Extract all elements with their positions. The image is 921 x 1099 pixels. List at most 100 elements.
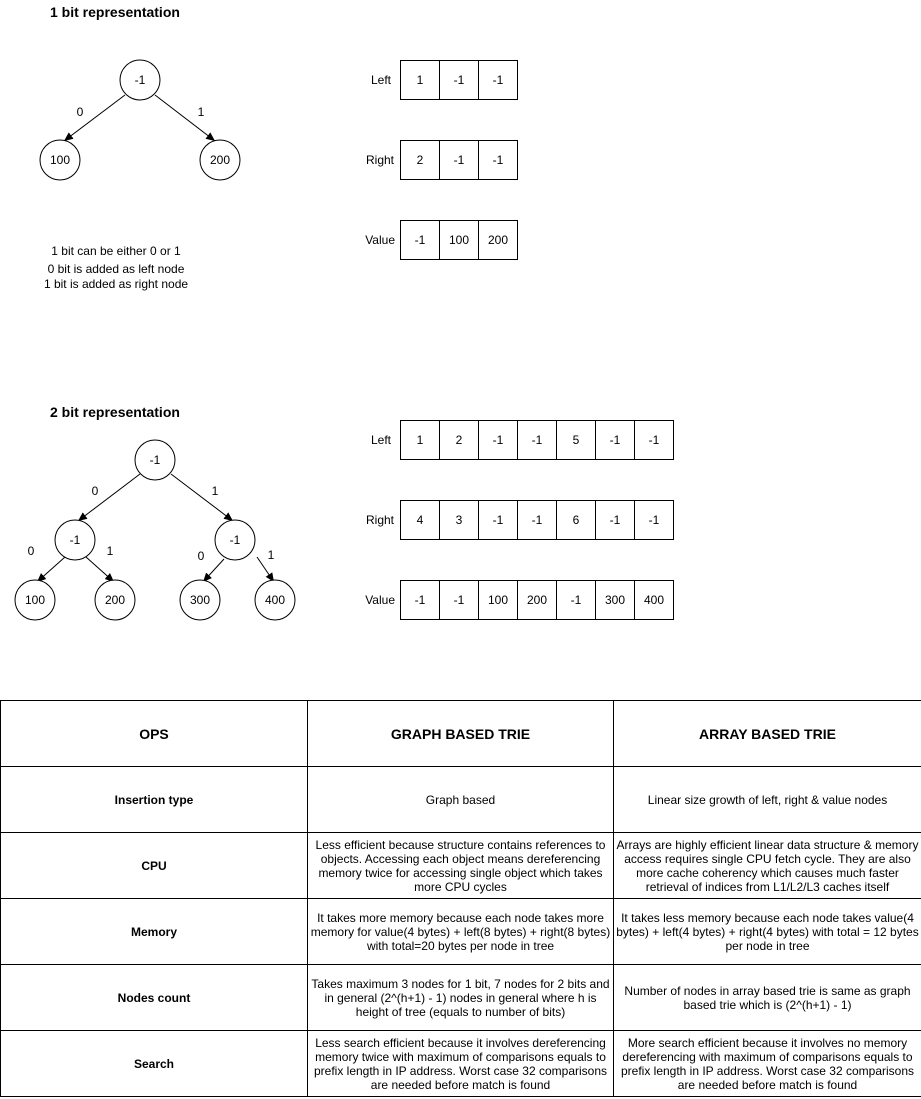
array-cell: -1: [634, 420, 674, 460]
table-cell: It takes more memory because each node t…: [307, 898, 614, 965]
one-bit-root-label: -1: [135, 73, 146, 87]
row-header: Nodes count: [0, 964, 308, 1031]
table-cell: It takes less memory because each node t…: [613, 898, 921, 965]
array-cell: -1: [517, 500, 557, 540]
array-cell: 5: [556, 420, 596, 460]
one-bit-left-array: 1 -1 -1: [400, 60, 518, 100]
column-header-graph-trie: GRAPH BASED TRIE: [307, 700, 614, 767]
two-bit-edge-rr: [256, 556, 275, 583]
array-cell: -1: [400, 220, 440, 260]
one-bit-edge-left: [63, 94, 126, 142]
array-cell: -1: [439, 580, 479, 620]
one-bit-notes: 1 bit can be either 0 or 1 0 bit is adde…: [26, 242, 206, 290]
two-bit-tree: 0 1 0 1 0 1 -1 -1 -1 100 200 300 400: [14, 439, 296, 621]
table-cell: More search efficient because it involve…: [613, 1030, 921, 1097]
array-cell: 2: [400, 140, 440, 180]
array-cell: -1: [478, 60, 518, 100]
table-row: Insertion type Graph based Linear size g…: [0, 766, 921, 833]
two-bit-left-node: -1: [54, 519, 96, 561]
array-cell: -1: [478, 420, 518, 460]
one-bit-right-node: 200: [199, 139, 241, 181]
array-cell: 4: [400, 500, 440, 540]
one-bit-edge-left-label: 0: [77, 105, 84, 119]
column-header-ops: OPS: [0, 700, 308, 767]
column-header-array-trie: ARRAY BASED TRIE: [613, 700, 921, 767]
two-bit-leaf-label: 400: [265, 593, 285, 607]
two-bit-edge-ll: [36, 556, 66, 583]
one-bit-heading: 1 bit representation: [50, 4, 180, 20]
array-cell: 6: [556, 500, 596, 540]
row-header: CPU: [0, 832, 308, 899]
table-row: Nodes count Takes maximum 3 nodes for 1 …: [0, 964, 921, 1031]
two-bit-edge-lr: [85, 556, 115, 583]
one-bit-edge-right: [154, 94, 216, 142]
array-cell: -1: [595, 420, 635, 460]
two-bit-left-array: 1 2 -1 -1 5 -1 -1: [400, 420, 674, 460]
two-bit-edge-label: 0: [198, 549, 205, 563]
array-cell: -1: [556, 580, 596, 620]
table-cell: Graph based: [307, 766, 614, 833]
two-bit-leaf-label: 200: [105, 593, 125, 607]
two-bit-root-node: -1: [134, 439, 176, 481]
comparison-table: OPS GRAPH BASED TRIE ARRAY BASED TRIE In…: [0, 700, 921, 1097]
one-bit-right-array: 2 -1 -1: [400, 140, 518, 180]
two-bit-leaf-node: 100: [14, 579, 56, 621]
array-cell: 1: [400, 420, 440, 460]
array-cell: -1: [478, 500, 518, 540]
one-bit-value-array: -1 100 200: [400, 220, 518, 260]
two-bit-heading: 2 bit representation: [50, 404, 180, 420]
table-cell: Linear size growth of left, right & valu…: [613, 766, 921, 833]
array-cell: 100: [478, 580, 518, 620]
one-bit-value-array-label: Value: [365, 233, 395, 247]
table-header-row: OPS GRAPH BASED TRIE ARRAY BASED TRIE: [0, 700, 921, 767]
array-cell: -1: [400, 580, 440, 620]
two-bit-left-label: -1: [70, 533, 81, 547]
two-bit-right-label: -1: [230, 533, 241, 547]
two-bit-right-node: -1: [214, 519, 256, 561]
table-row: Memory It takes more memory because each…: [0, 898, 921, 965]
two-bit-edge-label: 1: [107, 544, 114, 558]
one-bit-tree: 0 1 -1 100 200: [39, 59, 241, 181]
two-bit-leaf-label: 100: [25, 593, 45, 607]
two-bit-right-array-label: Right: [365, 513, 394, 527]
two-bit-right-array: 4 3 -1 -1 6 -1 -1: [400, 500, 674, 540]
two-bit-edge-rl: [202, 558, 225, 583]
array-cell: 1: [400, 60, 440, 100]
one-bit-left-label: 100: [50, 153, 70, 167]
note-line: 0 bit is added as left node: [47, 262, 185, 276]
note-line: 1 bit is added as right node: [43, 277, 189, 291]
one-bit-left-node: 100: [39, 139, 81, 181]
array-cell: -1: [517, 420, 557, 460]
one-bit-edge-right-label: 1: [198, 105, 205, 119]
array-cell: 2: [439, 420, 479, 460]
two-bit-leaf-node: 200: [94, 579, 136, 621]
array-cell: 200: [517, 580, 557, 620]
two-bit-leaf-node: 300: [179, 579, 221, 621]
array-cell: -1: [439, 60, 479, 100]
array-cell: 100: [439, 220, 479, 260]
two-bit-left-array-label: Left: [370, 433, 391, 447]
two-bit-edge-label: 1: [212, 484, 219, 498]
one-bit-root-node: -1: [119, 59, 161, 101]
table-row: CPU Less efficient because structure con…: [0, 832, 921, 899]
two-bit-edge-label: 1: [268, 548, 275, 562]
two-bit-root-label: -1: [150, 453, 161, 467]
array-cell: 3: [439, 500, 479, 540]
two-bit-value-array-label: Value: [365, 593, 395, 607]
two-bit-leaf-node: 400: [254, 579, 296, 621]
row-header: Search: [0, 1030, 308, 1097]
table-row: Search Less search efficient because it …: [0, 1030, 921, 1097]
array-cell: 300: [595, 580, 635, 620]
two-bit-edge-label: 0: [28, 544, 35, 558]
one-bit-right-label: 200: [210, 153, 230, 167]
array-cell: -1: [478, 140, 518, 180]
array-cell: -1: [595, 500, 635, 540]
two-bit-edge-root-right: [170, 473, 234, 522]
table-cell: Arrays are highly efficient linear data …: [613, 832, 921, 899]
one-bit-right-array-label: Right: [365, 153, 394, 167]
two-bit-leaf-label: 300: [190, 593, 210, 607]
array-cell: -1: [439, 140, 479, 180]
note-line: 1 bit can be either 0 or 1: [51, 244, 181, 258]
row-header: Insertion type: [0, 766, 308, 833]
table-cell: Less search efficient because it involve…: [307, 1030, 614, 1097]
